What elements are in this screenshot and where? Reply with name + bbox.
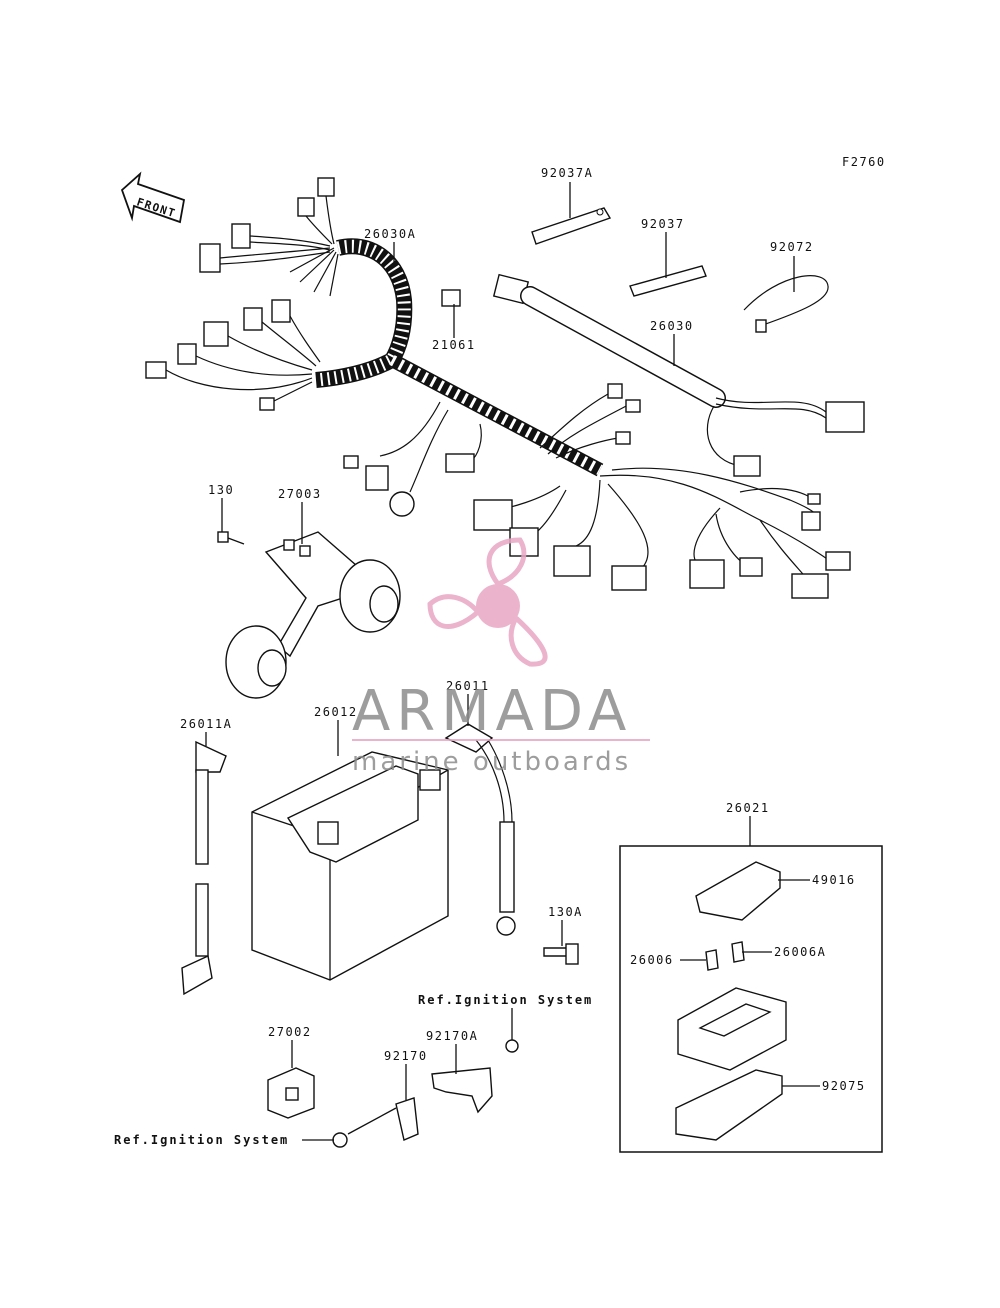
front-arrow-icon: FRONT: [120, 171, 186, 224]
label-27002: 27002: [268, 1025, 312, 1039]
bracket-92170: [332, 1097, 419, 1148]
battery-cable-26011: [444, 723, 516, 936]
battery-cable-26011A: [181, 740, 227, 996]
relay-27002: [267, 1067, 315, 1119]
label-26006: 26006: [630, 953, 674, 967]
label-26012: 26012: [314, 705, 358, 719]
label-26011: 26011: [446, 679, 490, 693]
label-92072: 92072: [770, 240, 814, 254]
label-26006A: 26006A: [774, 945, 826, 959]
label-26011A: 26011A: [180, 717, 232, 731]
bolt-130A: [543, 943, 579, 965]
horn-27003: [225, 531, 401, 699]
figure-code: F2760: [842, 155, 886, 169]
label-92037A: 92037A: [541, 166, 593, 180]
watermark-subtitle: marine outboards: [352, 747, 631, 777]
label-92170A: 92170A: [426, 1029, 478, 1043]
label-26021: 26021: [726, 801, 770, 815]
watermark-title: ARMADA: [352, 679, 632, 744]
label-21061: 21061: [432, 338, 476, 352]
harness-connector-cluster-top: [199, 177, 339, 297]
band-92037A: [531, 207, 612, 245]
harness-connector-cluster-bottom: [145, 299, 321, 411]
label-27003: 27003: [278, 487, 322, 501]
ref-ignition-system-upper: Ref.Ignition System: [418, 993, 593, 1007]
harness-main-trunk: [388, 353, 604, 477]
label-26030: 26030: [650, 319, 694, 333]
battery-26012: [251, 751, 449, 981]
label-92037: 92037: [641, 217, 685, 231]
bolt-130: [217, 531, 245, 545]
clamp-band-92072: [743, 275, 829, 333]
armada-watermark: ARMADA marine outboards: [352, 537, 650, 777]
propeller-logo-icon: [427, 537, 548, 667]
label-130A: 130A: [548, 905, 583, 919]
band-92037: [629, 265, 707, 297]
coiled-harness-section: [315, 238, 413, 388]
label-49016: 49016: [812, 873, 856, 887]
main-wiring-harness: [145, 177, 851, 599]
label-130: 130: [208, 483, 234, 497]
sub-harness-26030: [492, 273, 865, 477]
cover-49016: [695, 861, 781, 921]
bracket-92170A: [431, 1039, 519, 1114]
leader-lines: [205, 182, 820, 1141]
label-92170: 92170: [384, 1049, 428, 1063]
label-26030A: 26030A: [364, 227, 416, 241]
connector-21061: [441, 289, 461, 307]
junction-box-group-26021: [619, 845, 883, 1153]
ref-ignition-system-lower: Ref.Ignition System: [114, 1133, 289, 1147]
label-92075: 92075: [822, 1079, 866, 1093]
